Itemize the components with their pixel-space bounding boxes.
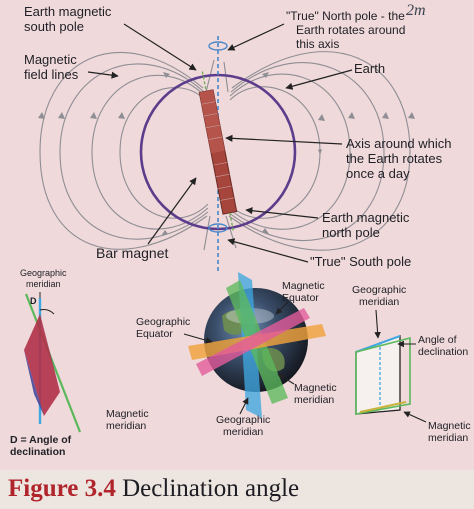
label-rotation-axis: Axis around which the Earth rotates once… xyxy=(346,136,452,181)
label-right-magnetic-meridian: Magnetic meridian xyxy=(428,420,471,444)
south-rotation-arrow-icon xyxy=(208,223,228,233)
label-angle-definition: D = Angle of declination xyxy=(10,434,72,458)
magnetic-meridian-outline xyxy=(355,336,411,415)
label-left-magnetic-meridian: Magnetic meridian xyxy=(106,408,149,432)
label-true-south-pole: "True" South pole xyxy=(310,254,412,269)
label-angle-d: D xyxy=(30,296,37,306)
label-bar-magnet: Bar magnet xyxy=(96,245,169,261)
label-left-geographic-meridian: Geographic meridian xyxy=(20,268,67,289)
magnetic-meridian-line xyxy=(24,293,82,433)
label-angle-of-declination: Angle of declination xyxy=(418,334,469,358)
field-line-arrows xyxy=(38,72,415,236)
label-middle-magnetic-meridian: Magnetic meridian xyxy=(294,382,337,406)
label-middle-geographic-meridian: Geographic meridian xyxy=(216,414,271,438)
magnetic-equator-plane xyxy=(196,308,310,376)
figure-number: Figure 3.4 xyxy=(8,475,116,502)
label-true-north-pole: "True" North pole - the Earth rotates ar… xyxy=(286,9,406,51)
declination-panel-middle xyxy=(183,272,326,418)
north-rotation-arrow-icon xyxy=(208,41,228,51)
label-right-geographic-meridian: Geographic meridian xyxy=(352,284,407,308)
compass-box xyxy=(355,335,401,415)
label-geographic-equator: Geographic Equator xyxy=(136,316,191,340)
compass-needle-blue xyxy=(40,314,60,392)
compass-needle-red xyxy=(24,314,60,416)
bar-magnet xyxy=(198,71,238,233)
label-earth-magnetic-north-pole: Earth magnetic north pole xyxy=(322,210,410,240)
label-magnetic-equator: Magnetic Equator xyxy=(282,280,325,304)
handwritten-note: 2m xyxy=(406,2,426,19)
figure-title: Declination angle xyxy=(122,475,300,502)
label-magnetic-field-lines: Magnetic field lines xyxy=(24,52,79,82)
figure-caption: Figure 3.4 Declination angle xyxy=(8,474,299,504)
leader-arrows xyxy=(87,23,353,263)
declination-panel-left xyxy=(24,292,82,433)
label-earth: Earth xyxy=(354,61,386,76)
magnetic-field-lines xyxy=(39,51,411,251)
declination-panel-right xyxy=(355,309,427,423)
label-earth-magnetic-south-pole: Earth magnetic south pole xyxy=(24,4,112,34)
